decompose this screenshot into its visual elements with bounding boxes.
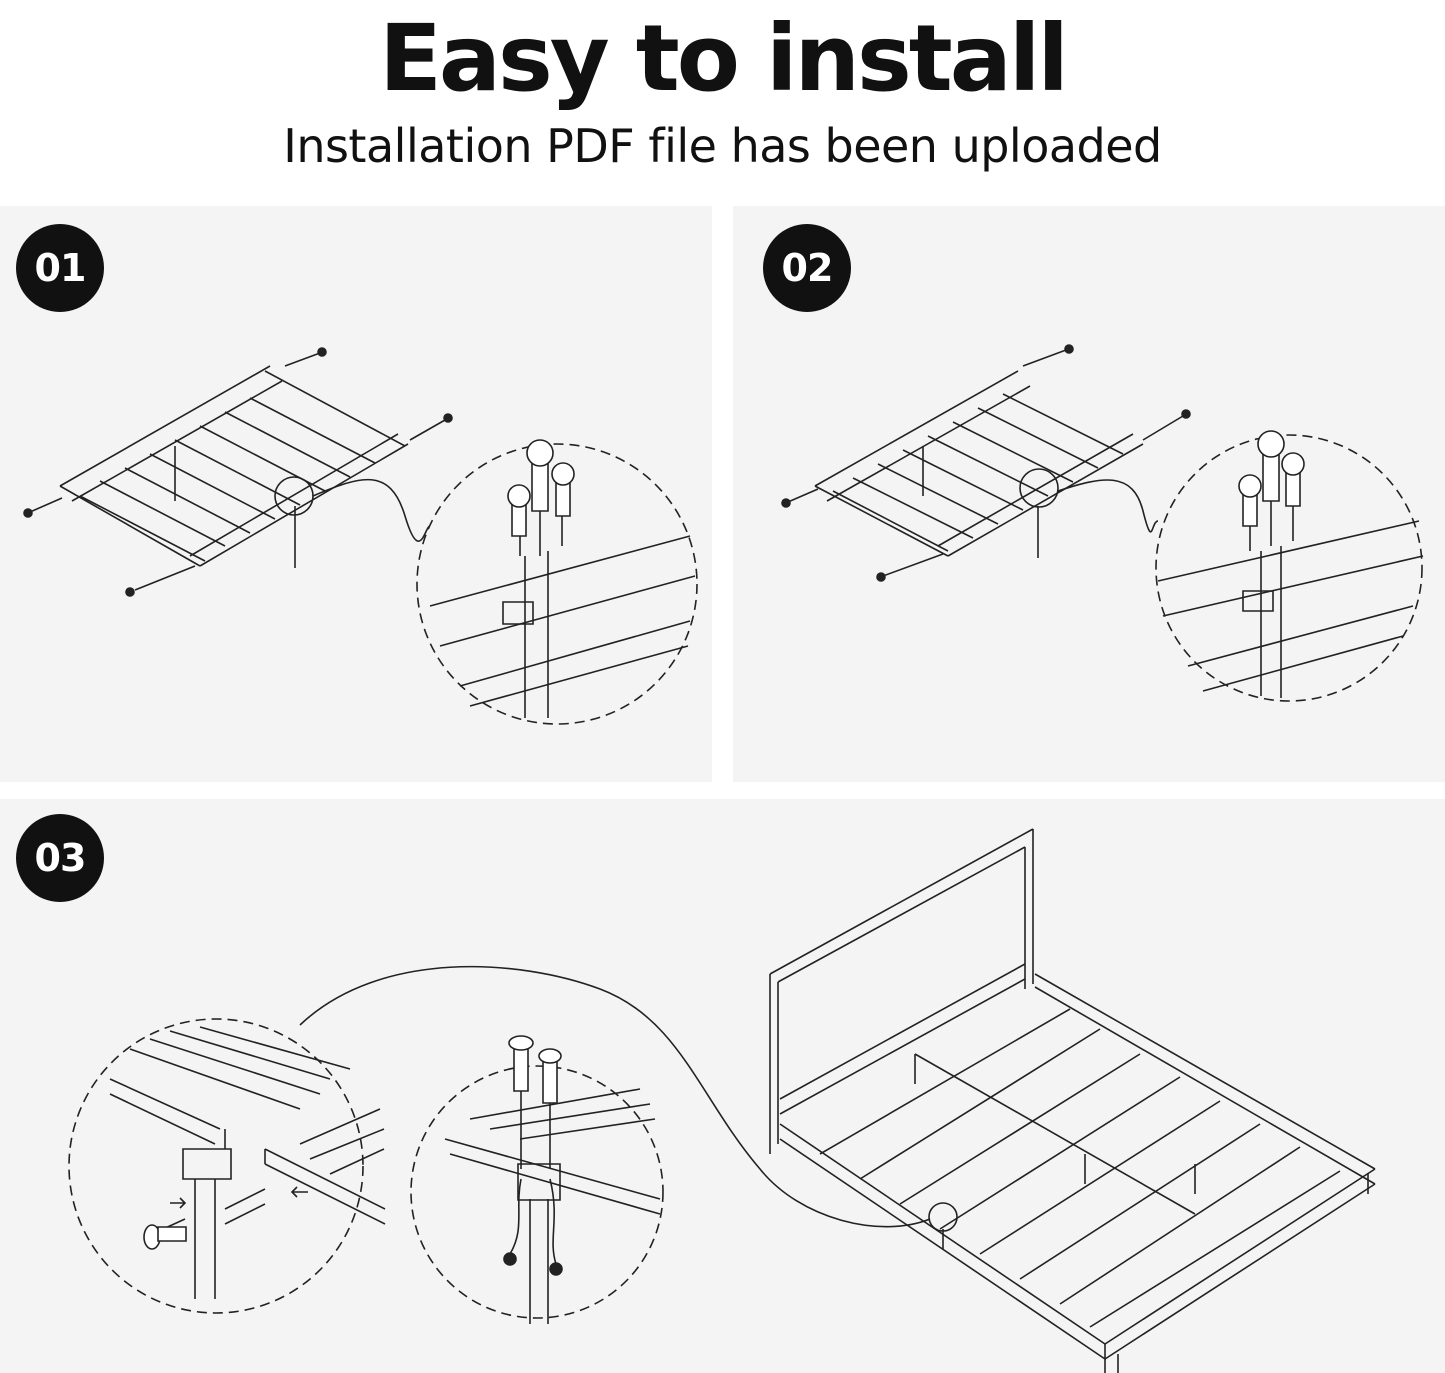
detail-zoom-circle — [417, 444, 697, 724]
step-1-illustration — [0, 206, 712, 782]
step-3-illustration — [0, 799, 1445, 1373]
screw-icons — [24, 348, 452, 596]
bolt-icons — [509, 1036, 561, 1103]
connector-line — [300, 967, 930, 1227]
detail-marker — [275, 477, 313, 515]
step-3-panel: 03 — [0, 799, 1445, 1373]
bolt-icons — [508, 440, 574, 536]
step-number-badge: 01 — [16, 224, 104, 312]
rail-connection-drawing — [110, 1027, 385, 1299]
bolt-icons — [144, 1225, 186, 1249]
step-number-badge: 02 — [763, 224, 851, 312]
step-2-illustration — [733, 206, 1445, 782]
detail-marker — [1020, 469, 1058, 507]
slat-frame-drawing — [788, 350, 1183, 576]
page-title: Easy to install — [379, 5, 1069, 112]
bolt-icons — [1239, 431, 1304, 526]
nut-icons — [504, 1253, 562, 1275]
step-1-panel: 01 — [0, 206, 712, 782]
arrow-icon — [292, 1187, 308, 1197]
slat-frame-drawing — [30, 353, 445, 590]
joint-detail-circle — [69, 1019, 363, 1313]
screw-icons — [782, 345, 1190, 581]
step-2-panel: 02 — [733, 206, 1445, 782]
bolt-detail-circle — [411, 1066, 663, 1318]
step-number-badge: 03 — [16, 814, 104, 902]
detail-zoom-circle — [1156, 435, 1422, 701]
arrow-icon — [170, 1198, 185, 1208]
bed-frame-drawing — [770, 829, 1375, 1373]
leg-bolt-drawing — [445, 1079, 660, 1324]
page-subtitle: Installation PDF file has been uploaded — [283, 119, 1162, 173]
detail-zoom-content — [1158, 446, 1423, 698]
